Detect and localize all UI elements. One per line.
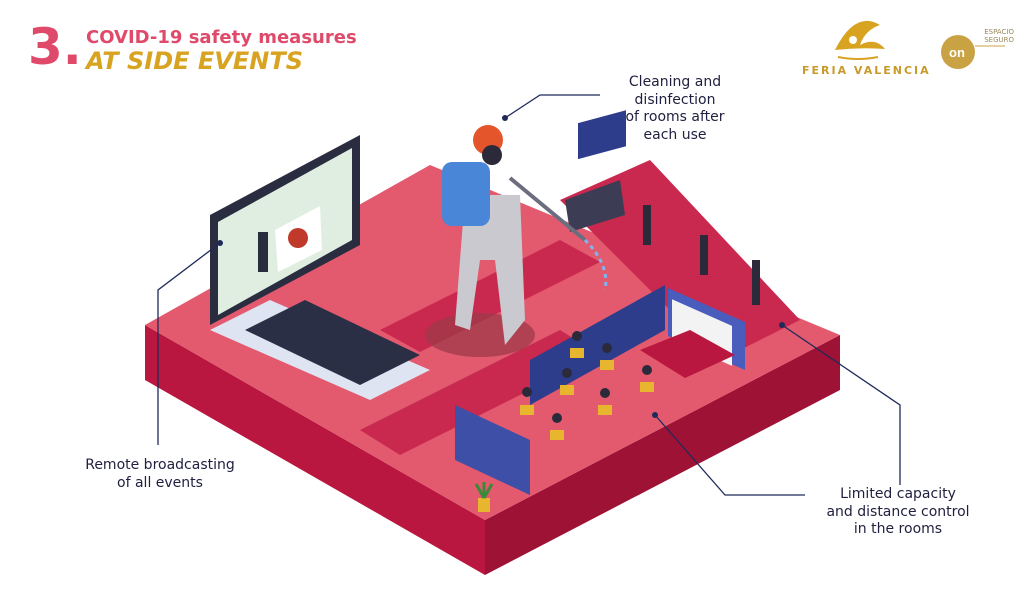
title-line-1: COVID-19 safety measures [86, 27, 357, 48]
on-badge-icon: on [941, 35, 1005, 69]
leader-dot [217, 240, 223, 246]
monitor-sign [578, 110, 626, 160]
callout-line: in the rooms [853, 521, 943, 537]
callout-line: of all events [117, 474, 203, 491]
wing-logo-icon [835, 20, 885, 60]
callout-line: each use [643, 126, 707, 143]
callout-line: Remote broadcasting [85, 457, 235, 473]
reception-desk [565, 180, 625, 232]
plant-icon [474, 482, 494, 512]
stage [640, 330, 735, 378]
spray-wand [508, 176, 587, 242]
callout-line: Limited capacity [840, 486, 956, 502]
callout-capacity: Limited capacity and distance control in… [808, 486, 988, 539]
sprayer-tank [442, 162, 490, 226]
callout-line: and distance control [826, 503, 970, 520]
callout-line: Cleaning and [628, 74, 722, 90]
svg-text:on: on [949, 45, 965, 60]
callout-cleaning: Cleaning and disinfection of rooms after… [600, 74, 750, 144]
platform-left-side [145, 325, 485, 575]
platform-right-side [485, 335, 840, 575]
feria-valencia-logo-text: FERIA VALENCIA [802, 64, 931, 77]
leader-dot [652, 412, 658, 418]
audience [522, 331, 652, 423]
section-number: 3. [28, 18, 82, 76]
leader-capacity-2 [781, 324, 901, 485]
laptop-keyboard [245, 300, 420, 385]
worker-mask [482, 145, 502, 165]
leader-dot [502, 115, 508, 121]
callout-line: of rooms after [625, 109, 725, 125]
callout-broadcast: Remote broadcasting of all events [70, 457, 250, 492]
title-line-2: AT SIDE EVENTS [86, 47, 303, 75]
room-wall [455, 405, 530, 495]
seguro-line: SEGURO [984, 36, 1014, 45]
spray-mist [583, 238, 608, 291]
callout-line: disinfection [634, 91, 716, 108]
slide-chart [288, 228, 308, 248]
espacio-seguro-text: ESPACIO SEGURO [984, 28, 1014, 44]
leader-capacity [654, 414, 805, 496]
leader-cleaning [504, 94, 600, 119]
visitors [643, 205, 760, 305]
chairs [520, 348, 654, 440]
leader-dot [779, 322, 785, 328]
worker-suit [455, 195, 525, 345]
leader-broadcast [157, 242, 221, 445]
virtual-speaker [258, 232, 268, 272]
espacio-line: ESPACIO [984, 28, 1014, 36]
